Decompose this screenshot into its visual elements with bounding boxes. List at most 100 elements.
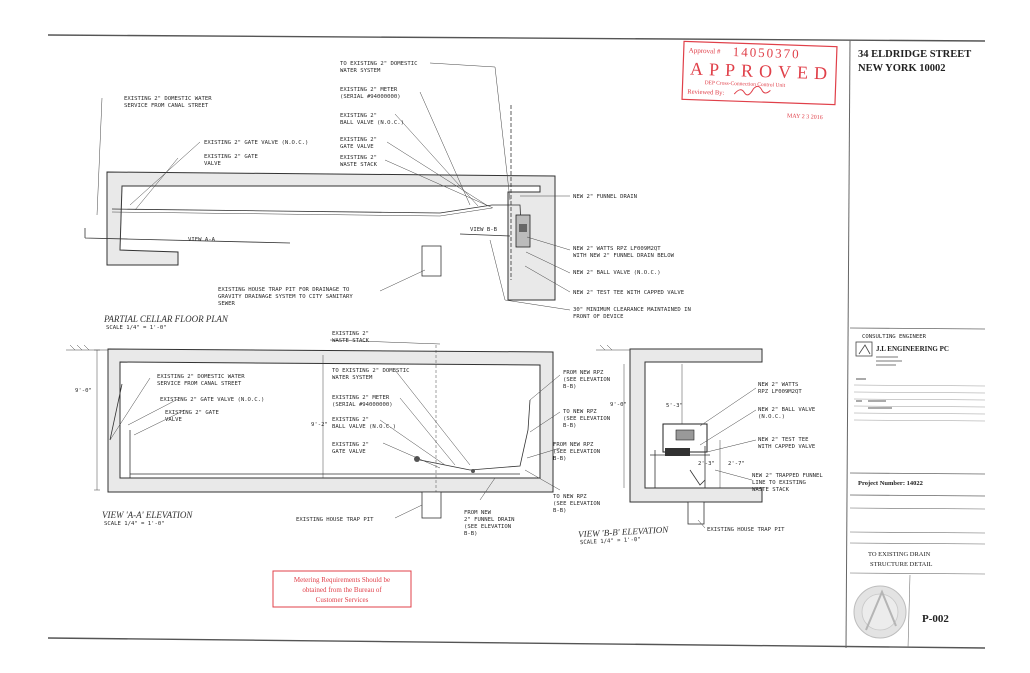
plan-label-existing-gate-1: EXISTING 2" <box>340 137 377 143</box>
plan-water-pipe <box>111 204 522 226</box>
elev-b-label-funnel-3: WASTE STACK <box>752 487 790 493</box>
plan-label-trap-pit-2: GRAVITY DRAINAGE SYSTEM TO CITY SANITARY <box>218 294 353 300</box>
elev-a-label-funnel-3: (SEE ELEVATION <box>464 524 511 530</box>
plan-view-b-label: VIEW B-B <box>470 227 498 233</box>
elev-a-label-to-rpz-3: B-B) <box>563 423 576 429</box>
elev-a-label-to-domestic-1: TO EXISTING 2" DOMESTIC <box>332 368 409 374</box>
plan-label-to-domestic-2: WATER SYSTEM <box>340 68 381 74</box>
title-block: CONSULTING ENGINEER J.L ENGINEERING PC P… <box>849 327 986 649</box>
elev-b-label-ball-1: NEW 2" BALL VALVE <box>758 407 816 413</box>
metering-note: Metering Requirements Should be obtained… <box>272 570 412 608</box>
plan-label-waste-stack-2: WASTE STACK <box>340 162 378 168</box>
sheet-bottom-border <box>47 637 986 649</box>
approval-stamp: Approval # 14050370 APPROVED DEP Cross-C… <box>681 40 838 121</box>
elev-a-label-to-rpz-2: (SEE ELEVATION <box>563 416 610 422</box>
elev-b-label-watts-1: NEW 2" WATTS <box>758 382 798 388</box>
plan-wall-outline <box>106 171 556 301</box>
plan-title: PARTIAL CELLAR FLOOR PLAN <box>103 314 229 324</box>
plan-label-waste-stack-1: EXISTING 2" <box>340 155 377 161</box>
elev-a-label-ball-2: BALL VALVE (N.O.C.) <box>332 424 396 430</box>
drawing-title-1: TO EXISTING DRAIN <box>868 551 931 558</box>
elev-b-label-funnel-1: NEW 2" TRAPPED FUNNEL <box>752 473 823 479</box>
elev-a-label-service-2: SERVICE FROM CANAL STREET <box>157 381 242 387</box>
plan-label-new-ball-valve: NEW 2" BALL VALVE (N.O.C.) <box>573 270 661 276</box>
plan-label-ball-valve-1: EXISTING 2" <box>340 113 377 119</box>
elev-a-dim-2: 9'-2" <box>311 422 328 428</box>
elev-b-dim-3: 2'-3" <box>698 461 715 467</box>
elev-a-label-to-rpz2-1: TO NEW RPZ <box>553 494 587 500</box>
project-number: Project Number: 14022 <box>858 480 923 487</box>
elev-a-label-from-rpz-1: FROM NEW RPZ <box>563 370 604 376</box>
drawing-title-2: STRUCTURE DETAIL <box>870 561 933 568</box>
elev-a-label-gatevalve-1: EXISTING 2" <box>332 442 369 448</box>
elev-a-label-from-rpz2-2: (SEE ELEVATION <box>553 449 600 455</box>
plan-view-a-label: VIEW A-A <box>188 237 216 243</box>
elev-b-title: VIEW 'B-B' ELEVATION <box>578 524 670 539</box>
plan-label-meter-1: EXISTING 2" METER <box>340 87 398 93</box>
elev-a-scale: SCALE 1/4" = 1'-0" <box>104 521 165 527</box>
elev-a-label-service-1: EXISTING 2" DOMESTIC WATER <box>157 374 245 380</box>
plan-label-trap-pit-3: SEWER <box>218 301 235 307</box>
plan-label-rpz-1: NEW 2" WATTS RPZ LF009M2QT <box>573 246 661 252</box>
elev-a-label-funnel-1: FROM NEW <box>464 510 492 516</box>
plan-label-existing-gate-2: GATE VALVE <box>340 144 374 150</box>
approval-number: 14050370 <box>732 44 800 61</box>
elev-b-dim-4: 2'-7" <box>728 461 745 467</box>
reviewer-signature <box>733 85 771 96</box>
approval-subtitle: DEP Cross-Connection Control Unit <box>705 80 786 89</box>
plan-label-test-tee: NEW 2" TEST TEE WITH CAPPED VALVE <box>573 290 685 296</box>
metering-note-line-2: obtained from the Bureau of <box>302 586 382 594</box>
elev-a-label-to-domestic-2: WATER SYSTEM <box>332 375 373 381</box>
elev-a-dim: 9'-0" <box>75 388 92 394</box>
reviewed-by-label: Reviewed By: <box>687 88 724 96</box>
sheet-number: P-002 <box>922 613 949 625</box>
elev-a-label-to-rpz-1: TO NEW RPZ <box>563 409 597 415</box>
consulting-engineer-label: CONSULTING ENGINEER <box>862 334 927 340</box>
elev-a-label-trap-pit: EXISTING HOUSE TRAP PIT <box>296 517 374 523</box>
plan-label-rpz-2: WITH NEW 2" FUNNEL DRAIN BELOW <box>573 253 675 259</box>
elev-a-label-to-rpz2-2: (SEE ELEVATION <box>553 501 600 507</box>
approval-date: MAY 2 3 2016 <box>787 113 823 121</box>
plan-label-gate-valve-noc: EXISTING 2" GATE VALVE (N.O.C.) <box>204 140 308 146</box>
elev-a-label-waste-2: WASTE STACK <box>332 338 370 344</box>
elev-b-label-tee-1: NEW 2" TEST TEE <box>758 437 809 443</box>
plan-house-trap-pit <box>421 245 442 277</box>
elev-b-dim-1: 9'-0" <box>610 402 627 408</box>
elev-a-label-funnel-4: B-B) <box>464 531 477 537</box>
plan-label-to-domestic-1: TO EXISTING 2" DOMESTIC <box>340 61 417 67</box>
plan-label-gate-1: EXISTING 2" GATE <box>204 154 259 160</box>
elev-a-label-from-rpz2-3: B-B) <box>553 456 566 462</box>
elev-a-label-waste-1: EXISTING 2" <box>332 331 369 337</box>
elev-a-title: VIEW 'A-A' ELEVATION <box>102 510 193 520</box>
elev-a-label-ball-1: EXISTING 2" <box>332 417 369 423</box>
plan-label-meter-2: (SERIAL #94000000) <box>340 94 401 100</box>
elev-a-label-from-rpz2-1: FROM NEW RPZ <box>553 442 594 448</box>
plan-label-service-2: SERVICE FROM CANAL STREET <box>124 103 209 109</box>
title-block-divider <box>845 39 851 649</box>
firm-name: J.L ENGINEERING PC <box>876 345 949 353</box>
address-line-1: 34 ELDRIDGE STREET <box>858 49 971 60</box>
elev-a-label-gate-noc: EXISTING 2" GATE VALVE (N.O.C.) <box>160 397 264 403</box>
elev-a-wall <box>107 348 554 493</box>
elev-b-dim-2: 5'-3" <box>666 403 683 409</box>
plan-label-ball-valve-2: BALL VALVE (N.O.C.) <box>340 120 404 126</box>
elev-b-label-tee-2: WITH CAPPED VALVE <box>758 444 816 450</box>
view-b-b-elevation: 9'-0" 5'-3" 2'-3" 2'-7" NEW 2" WATTS RPZ… <box>578 344 823 546</box>
elev-a-ground-pipe <box>109 383 123 441</box>
plan-label-clearance-1: 30" MINIMUM CLEARANCE MAINTAINED IN <box>573 307 691 313</box>
plan-label-clearance-2: FRONT OF DEVICE <box>573 314 624 320</box>
elev-a-label-funnel-2: 2" FUNNEL DRAIN <box>464 517 515 523</box>
elev-b-trap-pit <box>687 501 705 525</box>
elev-a-label-gatevalve-2: GATE VALVE <box>332 449 366 455</box>
plan-label-funnel-drain: NEW 2" FUNNEL DRAIN <box>573 194 637 200</box>
plan-label-service-1: EXISTING 2" DOMESTIC WATER <box>124 96 212 102</box>
partial-cellar-floor-plan: VIEW A-A VIEW B-B PARTIAL CELLAR FLOOR P… <box>84 61 691 331</box>
elev-b-label-watts-2: RPZ LF009M2QT <box>758 389 802 395</box>
plan-label-trap-pit-1: EXISTING HOUSE TRAP PIT FOR DRAINAGE TO <box>218 287 350 293</box>
engineer-seal <box>853 585 907 639</box>
address-line-2: NEW YORK 10002 <box>858 63 946 74</box>
approval-label: Approval # <box>689 47 721 56</box>
elev-b-label-funnel-2: LINE TO EXISTING <box>752 480 807 486</box>
firm-address-lines <box>876 356 902 366</box>
plan-label-gate-2: VALVE <box>204 161 221 167</box>
